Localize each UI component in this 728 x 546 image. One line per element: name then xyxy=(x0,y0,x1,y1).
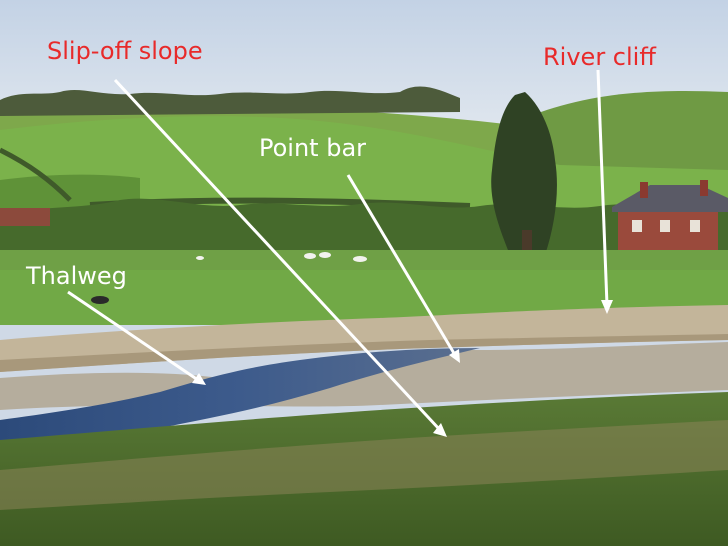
point-bar-label: Point bar xyxy=(259,134,367,162)
farmhouse xyxy=(612,180,728,257)
slip-off-slope-arrow xyxy=(113,78,442,432)
horse xyxy=(91,296,109,304)
river-cliff-shadow xyxy=(0,334,728,372)
tall-tree xyxy=(491,92,557,255)
river-cliff-arrowhead xyxy=(601,300,613,314)
thalweg-label: Thalweg xyxy=(26,262,127,290)
distant-house xyxy=(0,208,50,226)
slip-off-slope-label: Slip-off slope xyxy=(47,37,203,65)
point-bar-arrow xyxy=(346,174,457,356)
hedge-row xyxy=(0,147,72,202)
thalweg-arrowhead xyxy=(192,373,206,385)
annotation-arrows xyxy=(67,69,613,437)
thalweg-arrow xyxy=(67,290,199,382)
point-bar-arrowhead xyxy=(449,349,460,363)
river-water xyxy=(0,348,480,455)
river-cliff-arrow xyxy=(596,69,609,306)
river-cliff-label: River cliff xyxy=(543,43,656,71)
far-treeline xyxy=(0,86,460,116)
foreground-dry-grass xyxy=(0,420,728,510)
slip-off-slope-arrowhead xyxy=(433,423,447,437)
livestock xyxy=(196,252,367,262)
distant-hill-right xyxy=(520,90,728,170)
